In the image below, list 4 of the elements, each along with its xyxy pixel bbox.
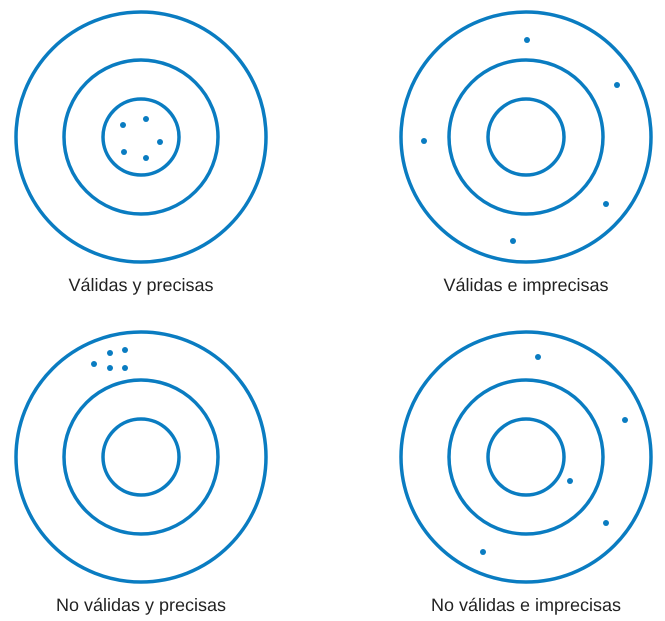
caption: No válidas y precisas	[54, 595, 228, 616]
caption: Válidas y precisas	[67, 275, 215, 296]
caption: No válidas e imprecisas	[430, 595, 622, 616]
caption: Válidas e imprecisas	[442, 275, 610, 296]
